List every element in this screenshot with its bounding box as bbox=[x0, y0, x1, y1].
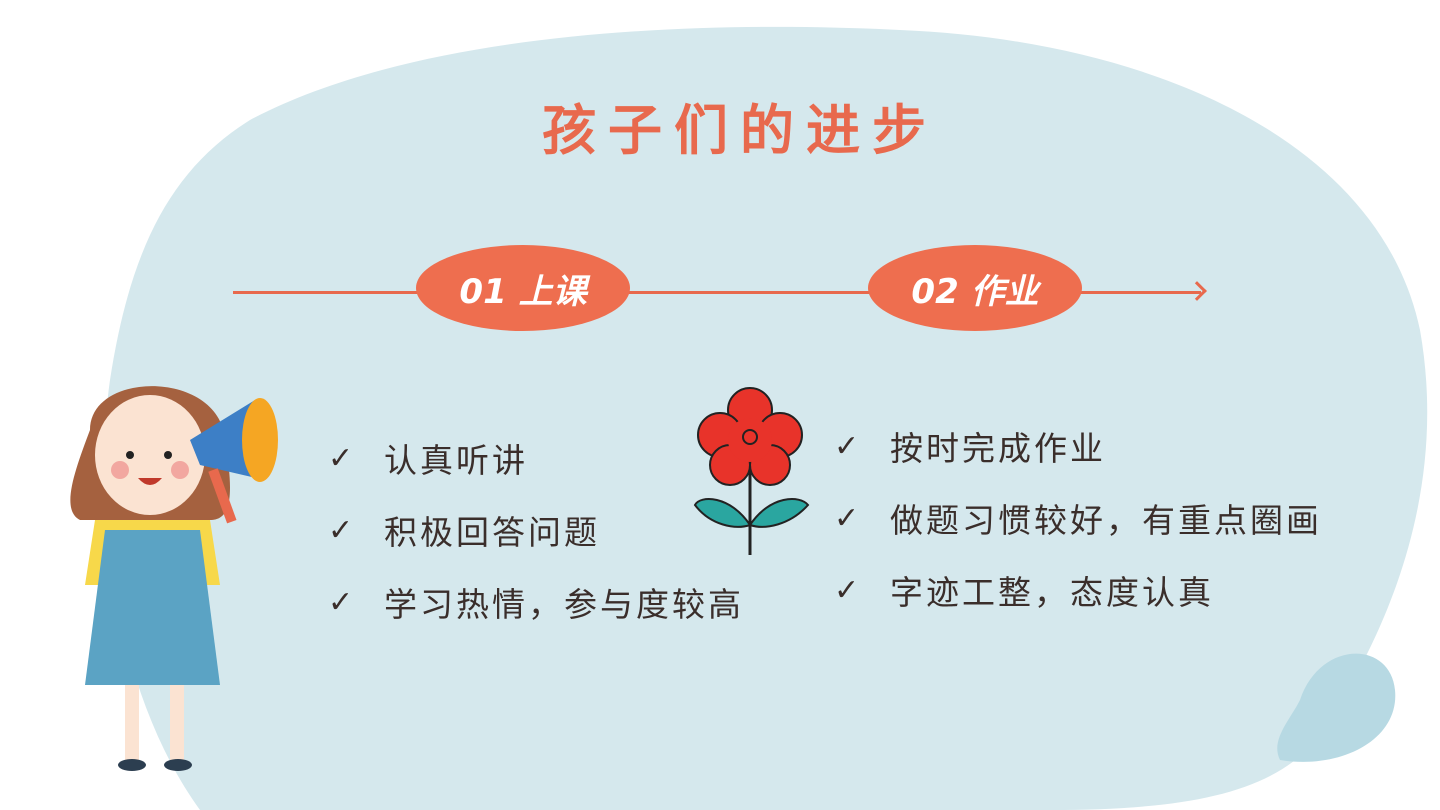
check-icon: ✓ bbox=[328, 584, 357, 620]
left-list: ✓认真听讲 ✓积极回答问题 ✓学习热情，参与度较高 bbox=[328, 422, 744, 638]
list-item: ✓做题习惯较好，有重点圈画 bbox=[834, 500, 1322, 541]
check-icon: ✓ bbox=[834, 428, 863, 464]
timeline-line bbox=[233, 291, 1201, 294]
list-item: ✓字迹工整，态度认真 bbox=[834, 572, 1214, 613]
check-icon: ✓ bbox=[328, 440, 357, 476]
list-item: ✓积极回答问题 bbox=[328, 512, 600, 553]
list-item: ✓学习热情，参与度较高 bbox=[328, 584, 744, 625]
girl-with-megaphone-illustration bbox=[70, 386, 278, 771]
check-icon: ✓ bbox=[834, 572, 863, 608]
flower-icon bbox=[693, 387, 810, 555]
right-list: ✓按时完成作业 ✓做题习惯较好，有重点圈画 ✓字迹工整，态度认真 bbox=[834, 410, 1322, 626]
step-class: 01 上课 bbox=[416, 245, 630, 331]
slide-title: 孩子们的进步 bbox=[542, 98, 938, 162]
step-homework: 02 作业 bbox=[868, 245, 1082, 331]
watermark: @青小腰原创 bbox=[1268, 40, 1412, 68]
check-icon: ✓ bbox=[834, 500, 863, 536]
list-item: ✓按时完成作业 bbox=[834, 428, 1106, 469]
list-item: ✓认真听讲 bbox=[328, 440, 528, 481]
check-icon: ✓ bbox=[328, 512, 357, 548]
